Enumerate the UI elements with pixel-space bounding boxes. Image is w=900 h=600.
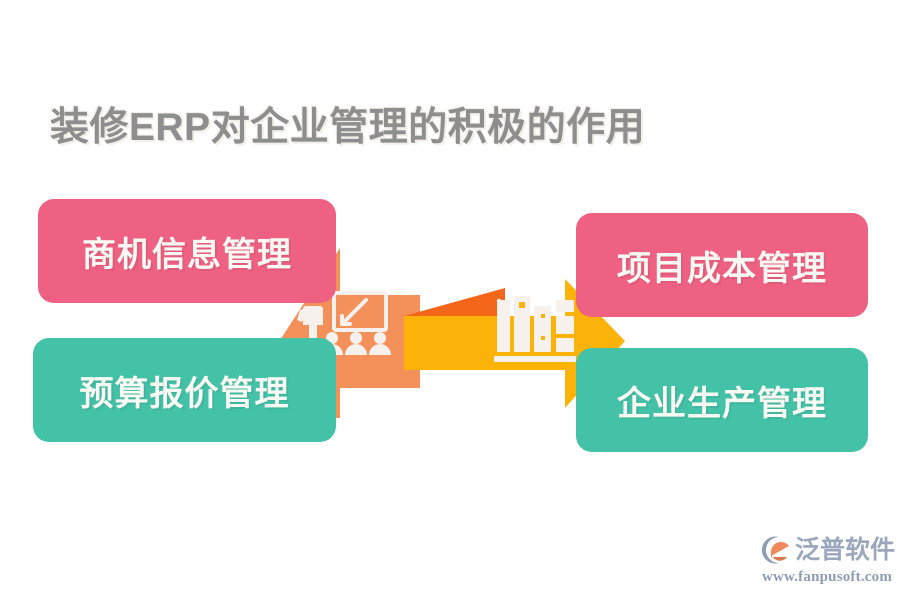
- page-title: 装修ERP对企业管理的积极的作用: [50, 106, 646, 149]
- card-business-opportunity-management[interactable]: 商机信息管理: [38, 199, 336, 303]
- arrow-overlap-accent: [404, 288, 505, 316]
- card-label: 企业生产管理: [617, 384, 827, 423]
- card-project-cost-management[interactable]: 项目成本管理: [576, 213, 868, 317]
- fanpu-swoosh-logo-icon: [761, 536, 789, 564]
- brand-logo[interactable]: 泛普软件 www.fanpusoft.com: [757, 533, 897, 589]
- card-budget-quote-management[interactable]: 预算报价管理: [33, 338, 336, 442]
- card-label: 项目成本管理: [617, 249, 827, 288]
- card-label: 预算报价管理: [79, 374, 290, 413]
- card-enterprise-production-management[interactable]: 企业生产管理: [576, 348, 868, 452]
- logo-website-url: www.fanpusoft.com: [761, 569, 893, 585]
- bookshelf-icon: [494, 296, 576, 362]
- card-label: 商机信息管理: [82, 235, 292, 274]
- logo-company-name: 泛普软件: [795, 535, 896, 564]
